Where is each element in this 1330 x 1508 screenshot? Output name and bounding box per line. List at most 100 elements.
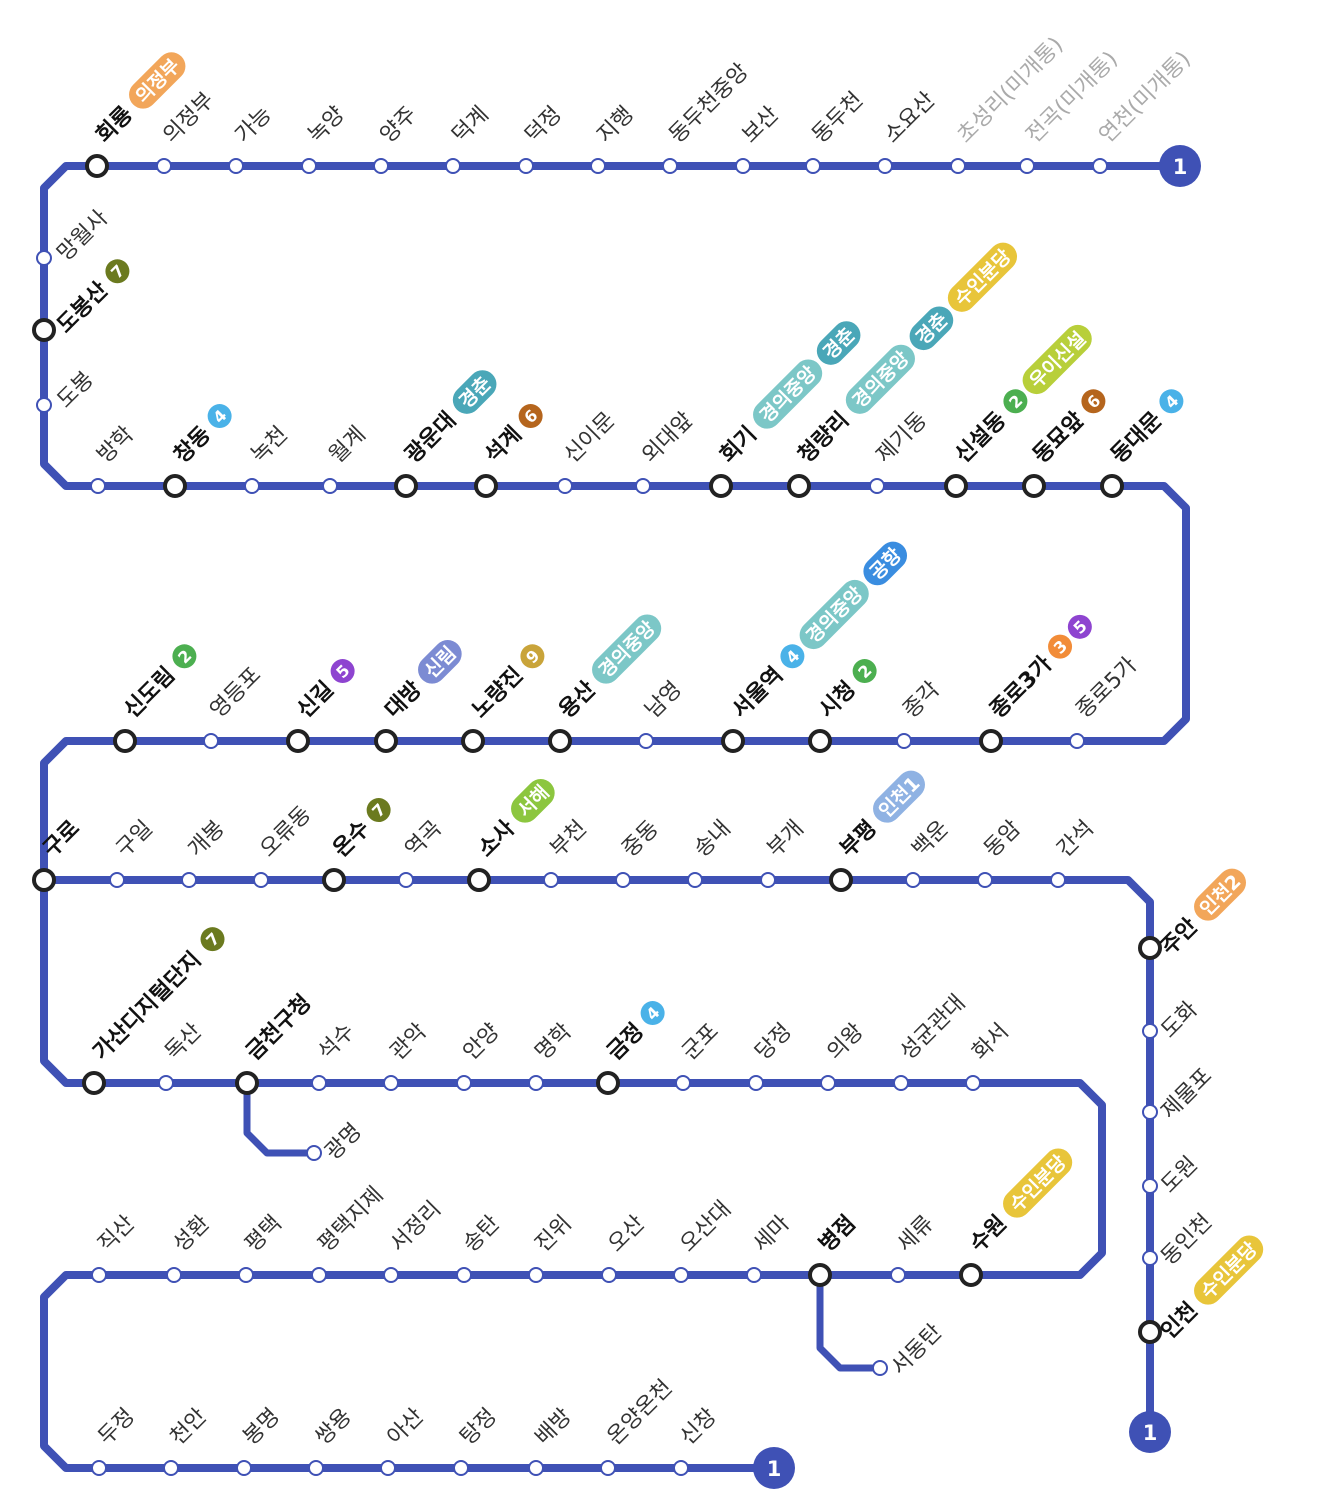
station-marker[interactable] — [1092, 158, 1108, 174]
station-marker[interactable] — [528, 1267, 544, 1283]
station-marker[interactable] — [673, 1460, 689, 1476]
station-marker[interactable] — [1142, 1104, 1158, 1120]
station-marker[interactable] — [236, 1460, 252, 1476]
transfer-station-marker[interactable] — [474, 474, 498, 498]
station-dongducheon-jungang[interactable]: 동두천중앙 — [662, 59, 754, 174]
transfer-station-marker[interactable] — [163, 474, 187, 498]
transfer-station-marker[interactable] — [787, 474, 811, 498]
station-marker[interactable] — [36, 397, 52, 413]
transfer-station-marker[interactable] — [709, 474, 733, 498]
station-marker[interactable] — [91, 1267, 107, 1283]
station-seokgye[interactable]: 석계6 — [474, 399, 549, 498]
station-sungkyunkwan[interactable]: 성균관대 — [893, 990, 970, 1091]
transfer-station-marker[interactable] — [1138, 1320, 1162, 1344]
station-soyosan[interactable]: 소요산 — [877, 88, 940, 174]
station-marker[interactable] — [36, 250, 52, 266]
transfer-station-marker[interactable] — [461, 729, 485, 753]
transfer-station-marker[interactable] — [808, 729, 832, 753]
station-marker[interactable] — [635, 478, 651, 494]
station-marker[interactable] — [950, 158, 966, 174]
station-marker[interactable] — [1019, 158, 1035, 174]
station-marker[interactable] — [308, 1460, 324, 1476]
station-marker[interactable] — [453, 1460, 469, 1476]
station-marker[interactable] — [156, 158, 172, 174]
station-marker[interactable] — [600, 1460, 616, 1476]
station-marker[interactable] — [1142, 1023, 1158, 1039]
station-oryu[interactable]: 오류동 — [253, 802, 316, 888]
station-marker[interactable] — [398, 872, 414, 888]
station-marker[interactable] — [872, 1360, 888, 1376]
station-marker[interactable] — [445, 158, 461, 174]
transfer-station-marker[interactable] — [322, 868, 346, 892]
transfer-station-marker[interactable] — [829, 868, 853, 892]
station-dongincheon[interactable]: 동인천 — [1142, 1210, 1217, 1271]
station-sinimun[interactable]: 신이문 — [557, 408, 620, 494]
station-marker[interactable] — [90, 478, 106, 494]
station-marker[interactable] — [528, 1460, 544, 1476]
station-marker[interactable] — [1142, 1178, 1158, 1194]
transfer-station-marker[interactable] — [548, 729, 572, 753]
station-marker[interactable] — [905, 872, 921, 888]
transfer-station-marker[interactable] — [959, 1263, 983, 1287]
station-marker[interactable] — [109, 872, 125, 888]
station-uijeongbu[interactable]: 의정부 — [156, 88, 219, 174]
transfer-station-marker[interactable] — [235, 1071, 259, 1095]
station-osandae[interactable]: 오산대 — [673, 1197, 736, 1283]
station-marker[interactable] — [228, 158, 244, 174]
transfer-station-marker[interactable] — [944, 474, 968, 498]
station-marker[interactable] — [528, 1075, 544, 1091]
station-marker[interactable] — [518, 158, 534, 174]
station-jongno5ga[interactable]: 종로5가 — [1069, 653, 1142, 749]
station-marker[interactable] — [1069, 733, 1085, 749]
station-marker[interactable] — [456, 1075, 472, 1091]
station-marker[interactable] — [301, 158, 317, 174]
station-marker[interactable] — [373, 158, 389, 174]
station-marker[interactable] — [306, 1145, 322, 1161]
station-marker[interactable] — [456, 1267, 472, 1283]
station-oedaeap[interactable]: 외대앞 — [635, 408, 698, 494]
station-seojeongni[interactable]: 서정리 — [383, 1197, 446, 1283]
station-marker[interactable] — [687, 872, 703, 888]
station-marker[interactable] — [760, 872, 776, 888]
station-cityhall[interactable]: 시청2 — [808, 654, 883, 753]
station-marker[interactable] — [203, 733, 219, 749]
station-marker[interactable] — [746, 1267, 762, 1283]
transfer-station-marker[interactable] — [1100, 474, 1124, 498]
station-marker[interactable] — [543, 872, 559, 888]
transfer-station-marker[interactable] — [82, 1071, 106, 1095]
station-yeongdeungpo[interactable]: 영등포 — [203, 663, 266, 749]
station-marker[interactable] — [662, 158, 678, 174]
transfer-station-marker[interactable] — [721, 729, 745, 753]
transfer-station-marker[interactable] — [374, 729, 398, 753]
station-marker[interactable] — [166, 1267, 182, 1283]
station-marker[interactable] — [896, 733, 912, 749]
station-marker[interactable] — [383, 1267, 399, 1283]
transfer-station-marker[interactable] — [32, 868, 56, 892]
transfer-station-marker[interactable] — [467, 868, 491, 892]
station-marker[interactable] — [877, 158, 893, 174]
transfer-station-marker[interactable] — [113, 729, 137, 753]
station-marker[interactable] — [158, 1075, 174, 1091]
station-marker[interactable] — [615, 872, 631, 888]
station-marker[interactable] — [311, 1075, 327, 1091]
station-geumjeong[interactable]: 금정4 — [596, 996, 671, 1095]
station-geumcheon[interactable]: 금천구청 — [235, 990, 316, 1095]
station-marker[interactable] — [601, 1267, 617, 1283]
station-marker[interactable] — [805, 158, 821, 174]
station-mangwolsa[interactable]: 망월사 — [36, 206, 113, 267]
station-marker[interactable] — [638, 733, 654, 749]
station-marker[interactable] — [311, 1267, 327, 1283]
transfer-station-marker[interactable] — [808, 1263, 832, 1287]
